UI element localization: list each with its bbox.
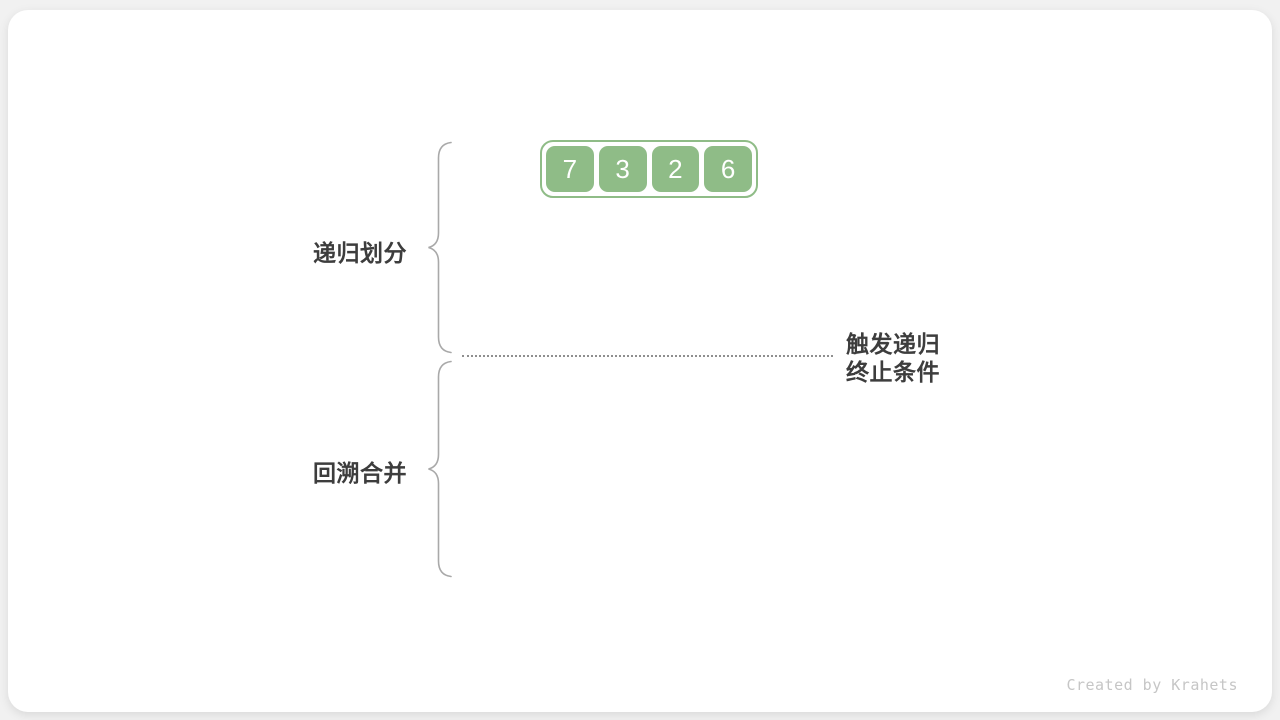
merge-phase-brace [427,360,453,583]
array-cell: 3 [598,146,647,192]
divide-phase-brace [427,141,453,359]
array-cell: 7 [546,146,594,192]
watermark-text: Created by Krahets [1066,676,1238,694]
divide-phase-label: 递归划分 [313,240,407,266]
termination-condition-line2: 终止条件 [846,359,940,385]
merge-phase-label: 回溯合并 [313,460,407,486]
array-container: 7 3 2 6 [540,140,758,198]
termination-dotted-line [462,355,833,357]
termination-condition-line1: 触发递归 [846,331,940,357]
array-cell: 6 [704,146,752,192]
termination-condition-label: 触发递归 终止条件 [846,330,940,386]
array-cell: 2 [651,146,700,192]
figure-card [8,10,1272,712]
